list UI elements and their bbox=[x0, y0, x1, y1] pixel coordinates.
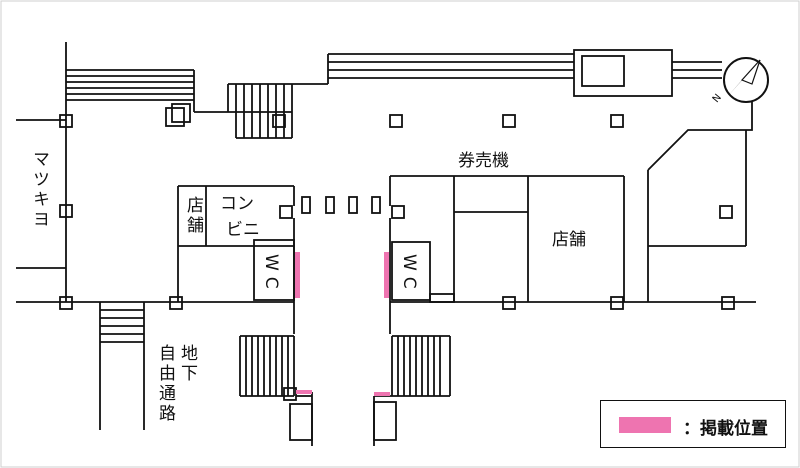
compass-icon bbox=[723, 57, 769, 103]
highlight-right-stairs bbox=[374, 392, 390, 396]
label-konbini-1: コン bbox=[220, 194, 254, 214]
legend: ：掲載位置 bbox=[600, 400, 786, 448]
label-wc-left: WC bbox=[261, 254, 281, 295]
highlight-left-wc bbox=[295, 252, 300, 298]
label-kenbaiki: 券売機 bbox=[458, 151, 509, 171]
legend-swatch bbox=[619, 417, 671, 433]
label-tenpo-small: 店舗 bbox=[183, 196, 203, 236]
label-chika: 地下 bbox=[177, 344, 197, 384]
legend-label: ：掲載位置 bbox=[683, 419, 768, 439]
highlight-right-wc bbox=[384, 252, 389, 298]
label-matsukiyo: マツキヨ bbox=[29, 150, 49, 230]
label-tenpo-large: 店舗 bbox=[552, 230, 586, 250]
label-wc-right: WC bbox=[399, 254, 419, 295]
highlight-left-stairs bbox=[296, 390, 312, 394]
label-jiyu-tsuro: 自由通路 bbox=[155, 344, 175, 424]
label-konbini-2: ビニ bbox=[226, 220, 260, 240]
highlight-positions bbox=[295, 252, 390, 396]
